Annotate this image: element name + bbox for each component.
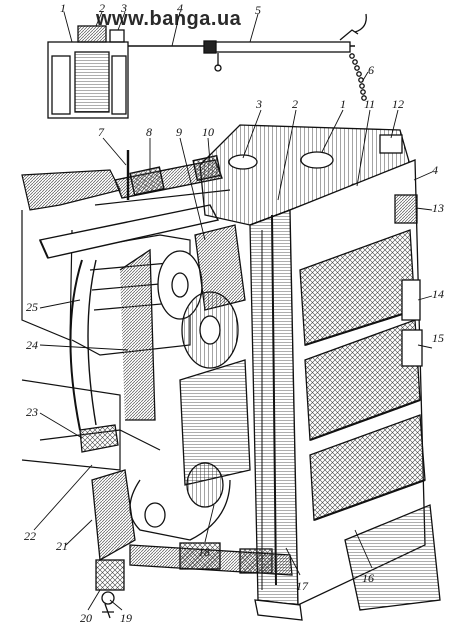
callout-main-25: 25 <box>26 300 38 314</box>
hose-clamp-8 <box>129 166 165 196</box>
callout-main-17: 17 <box>296 579 309 593</box>
callout-labels: 1 2 3 4 5 6 1 2 3 4 7 8 9 10 11 12 13 14… <box>24 1 444 625</box>
callout-main-24: 24 <box>26 338 38 352</box>
inset-view <box>47 13 367 119</box>
side-plate-15 <box>401 329 423 367</box>
engine-side <box>21 210 73 341</box>
inset-rod-tube <box>209 41 351 53</box>
lower-hose-clamp <box>179 542 221 570</box>
callout-top-6: 6 <box>368 63 374 77</box>
callout-main-22: 22 <box>24 529 36 543</box>
callout-main-19: 19 <box>120 611 132 625</box>
callout-main-13: 13 <box>432 201 444 215</box>
top-bracket-12 <box>379 134 403 154</box>
pump-body <box>91 469 136 562</box>
callout-main-2: 2 <box>292 97 298 111</box>
callout-top-2: 2 <box>99 1 105 15</box>
inset-rod-end <box>339 29 359 41</box>
callout-main-4: 4 <box>432 163 438 177</box>
drive-belt <box>129 479 231 541</box>
fan-hub <box>171 272 189 298</box>
callout-main-21: 21 <box>56 539 68 553</box>
fan-blade-lower <box>179 359 251 486</box>
fan-blade-upper <box>194 224 246 311</box>
water-pump <box>69 248 156 619</box>
engine-top-cover <box>21 169 121 211</box>
inset-bracket-bolt <box>214 64 222 72</box>
drain-handle <box>102 603 114 619</box>
callout-main-14: 14 <box>432 287 444 301</box>
callout-main-3: 3 <box>255 97 262 111</box>
inset-filler-cap <box>77 25 107 43</box>
inset-right-panel <box>111 55 127 115</box>
callout-main-11: 11 <box>364 97 375 111</box>
radiator-mount-foot <box>254 599 303 621</box>
inset-bracket <box>109 29 125 43</box>
callout-top-3: 3 <box>120 1 127 15</box>
idler-pulley <box>144 502 166 528</box>
filler-cap-left <box>228 154 258 170</box>
watermark-text: www.banga.ua <box>96 8 242 30</box>
callout-main-10: 10 <box>202 125 214 139</box>
thermostat-housing <box>79 424 119 453</box>
callout-top-1: 1 <box>60 1 66 15</box>
radiator <box>199 124 441 621</box>
callout-main-12: 12 <box>392 97 404 111</box>
upper-pipe-body <box>39 204 220 259</box>
callout-main-20: 20 <box>80 611 92 625</box>
overflow-tube <box>271 214 277 586</box>
callout-main-16: 16 <box>362 571 374 585</box>
pump-bracket-24 <box>119 248 156 421</box>
callout-top-4: 4 <box>177 1 183 15</box>
inset-left-panel <box>51 55 71 115</box>
shutter-louvers <box>344 504 441 611</box>
filler-cap-right <box>300 151 334 169</box>
callout-main-18: 18 <box>198 545 210 559</box>
side-plate-13 <box>394 194 418 224</box>
inset-chain <box>349 53 367 101</box>
bypass-pipe-25 <box>69 259 83 431</box>
callout-main-1: 1 <box>340 97 346 111</box>
callout-top-5: 5 <box>255 3 261 17</box>
callout-main-15: 15 <box>432 331 444 345</box>
callout-main-23: 23 <box>26 405 38 419</box>
engine-lower <box>21 379 121 471</box>
callout-main-7: 7 <box>98 125 105 139</box>
lower-hose <box>129 542 293 576</box>
inset-radiator-core <box>74 51 110 113</box>
engine-sump-line <box>39 429 161 451</box>
callout-main-8: 8 <box>146 125 152 139</box>
inset-rod-handle <box>354 13 367 33</box>
shutter-rails <box>304 308 426 522</box>
side-plate-14 <box>401 279 421 321</box>
callout-main-9: 9 <box>176 125 182 139</box>
leader-lines <box>33 11 433 611</box>
fan-pulley-center <box>199 315 221 345</box>
pump-lower <box>95 559 125 591</box>
inset-rod-clamp <box>203 40 217 54</box>
fan-assembly <box>129 224 251 541</box>
crank-pulley <box>186 462 224 508</box>
